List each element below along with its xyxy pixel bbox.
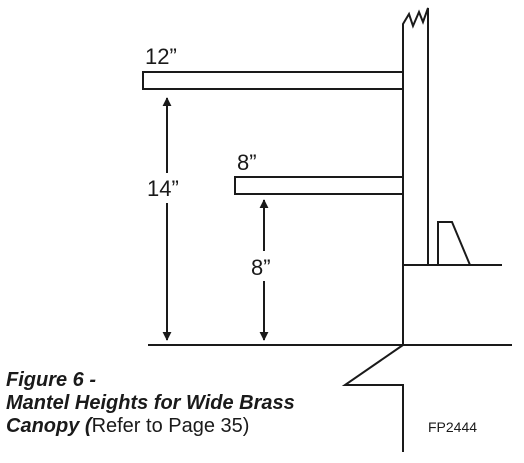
- upper-mantel-height-label: 14”: [147, 176, 179, 201]
- floor-break: [341, 344, 404, 452]
- figure-title-end-line: Canopy (Refer to Page 35): [6, 415, 306, 438]
- wall: [402, 7, 429, 265]
- figure-title-end: Canopy: [6, 415, 80, 437]
- upper-mantel-shelf: [142, 71, 404, 90]
- figure-paren-open: (: [79, 415, 92, 437]
- drawing-code: FP2444: [428, 419, 477, 435]
- upper-mantel-depth-label: 12”: [145, 44, 177, 69]
- lower-mantel-height-label: 8”: [251, 255, 271, 280]
- figure-label: Figure 6 -: [6, 369, 97, 391]
- figure-reference: Refer to Page 35): [91, 415, 250, 437]
- lower-mantel-shelf: [234, 176, 404, 195]
- canopy-trim: [437, 221, 471, 266]
- figure-caption: Figure 6 - Mantel Heights for Wide Brass…: [6, 369, 306, 438]
- figure-title-line: Mantel Heights for Wide Brass: [6, 392, 295, 414]
- lower-mantel-depth-label: 8”: [237, 150, 257, 175]
